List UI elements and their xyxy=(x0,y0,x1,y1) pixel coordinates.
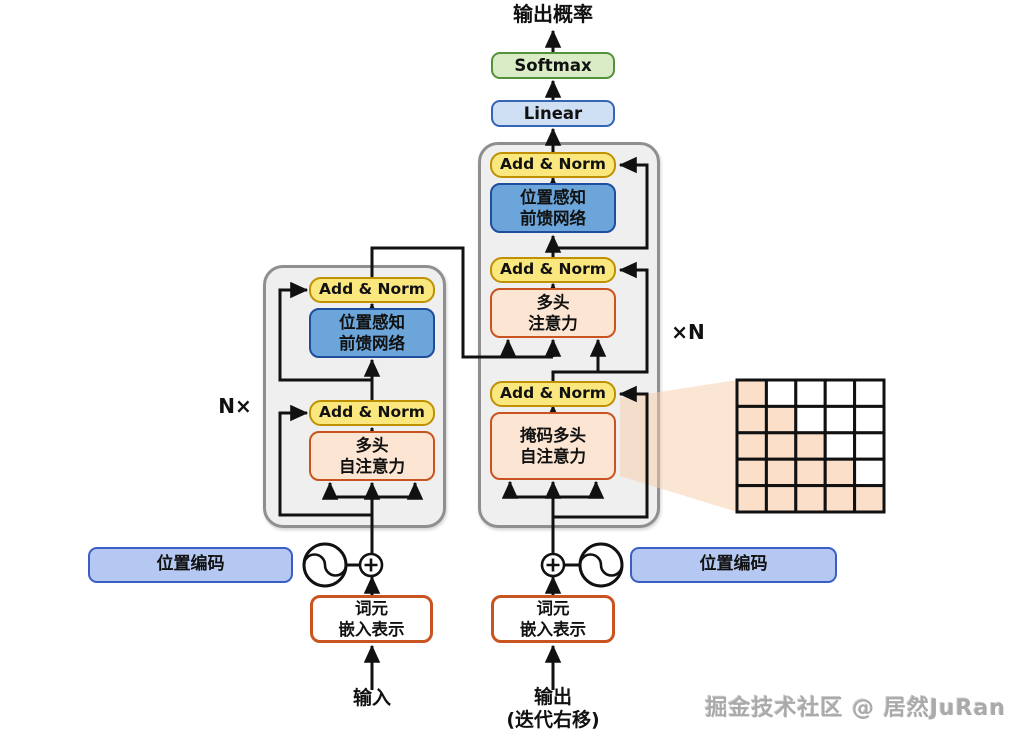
add-norm-box: Add & Norm xyxy=(490,152,616,178)
embed-line2: 嵌入表示 xyxy=(520,620,586,639)
residual-masked-attn xyxy=(553,385,649,519)
watermark: 掘金技术社区 @ 居然JuRan xyxy=(705,696,1006,721)
mask-cell xyxy=(853,404,886,435)
residual-cross-attn xyxy=(551,261,649,381)
ffn-label-line1: 位置感知 xyxy=(520,187,586,207)
mask-cell xyxy=(764,484,798,514)
token-embed-right-box: 词元 嵌入表示 xyxy=(491,595,615,643)
mask-cell xyxy=(823,457,857,488)
mask-cell xyxy=(764,404,798,435)
ffn-box-decoder: 位置感知 前馈网络 xyxy=(490,183,616,233)
self-attn-line1: 多头 xyxy=(355,435,389,455)
mask-cell xyxy=(853,431,886,461)
cross-attn-line2: 注意力 xyxy=(528,314,578,333)
self-attn-line2: 自注意力 xyxy=(339,457,405,476)
add-norm-box: Add & Norm xyxy=(309,400,435,426)
ffn-box-encoder: 位置感知 前馈网络 xyxy=(309,308,435,358)
mask-cell xyxy=(735,404,768,435)
mask-cell xyxy=(853,484,886,514)
mask-cell xyxy=(853,378,886,408)
embed-line1: 词元 xyxy=(355,598,388,618)
residual-self-attn xyxy=(278,404,372,517)
mask-cell xyxy=(823,484,857,514)
residual-encoder-ffn xyxy=(278,281,374,400)
n-times-left-label: N× xyxy=(218,394,252,418)
mask-cell xyxy=(735,431,768,461)
mask-funnel-beam xyxy=(620,380,737,512)
ffn-label-line1: 位置感知 xyxy=(339,312,405,332)
mask-cell xyxy=(823,431,857,461)
plus-glyph xyxy=(546,558,560,572)
mask-cell xyxy=(735,378,768,408)
softmax-box: Softmax xyxy=(491,52,615,79)
output-label: 输出 (迭代右移) xyxy=(493,686,613,732)
mask-cell xyxy=(794,404,827,435)
sine-wave-glyph xyxy=(578,553,624,577)
mask-cell xyxy=(735,457,768,488)
cross-attention-box: 多头 注意力 xyxy=(490,288,616,338)
sine-wave-glyph xyxy=(302,553,348,577)
mask-cell xyxy=(794,484,827,514)
embed-line1: 词元 xyxy=(536,598,570,618)
mask-cell xyxy=(823,404,857,435)
mask-cell xyxy=(764,431,798,461)
encoder-to-decoder-link xyxy=(370,246,553,359)
add-norm-box: Add & Norm xyxy=(490,381,616,407)
mask-cell xyxy=(794,431,827,461)
mask-cell xyxy=(764,378,798,408)
output-probabilities-label: 输出概率 xyxy=(513,2,593,26)
ffn-label-line2: 前馈网络 xyxy=(520,209,586,228)
input-label: 输入 xyxy=(352,687,391,709)
token-embed-left-box: 词元 嵌入表示 xyxy=(310,595,433,643)
masked-attn-line2: 自注意力 xyxy=(520,447,586,466)
mask-cell xyxy=(853,457,886,488)
output-label-line2: (迭代右移) xyxy=(506,708,600,731)
masked-attn-line1: 掩码多头 xyxy=(520,425,586,445)
ffn-label-line2: 前馈网络 xyxy=(339,334,405,353)
masked-attention-box: 掩码多头 自注意力 xyxy=(490,412,616,480)
mask-grid xyxy=(735,378,886,514)
cross-attn-line1: 多头 xyxy=(536,292,570,312)
pos-encoding-right-box: 位置编码 xyxy=(630,547,837,583)
mask-cell xyxy=(794,378,827,408)
n-times-right-label: ×N xyxy=(671,320,705,344)
pos-encoding-left-box: 位置编码 xyxy=(88,547,293,583)
linear-box: Linear xyxy=(491,100,615,127)
plus-glyph xyxy=(364,558,378,572)
add-norm-box: Add & Norm xyxy=(309,277,435,303)
embed-line2: 嵌入表示 xyxy=(338,620,405,639)
mask-cell xyxy=(735,484,768,514)
self-attention-box: 多头 自注意力 xyxy=(309,431,435,481)
output-label-line1: 输出 xyxy=(533,686,572,708)
mask-cell xyxy=(823,378,857,408)
mask-cell xyxy=(764,457,798,488)
mask-cell xyxy=(794,457,827,488)
add-norm-box: Add & Norm xyxy=(490,257,616,283)
